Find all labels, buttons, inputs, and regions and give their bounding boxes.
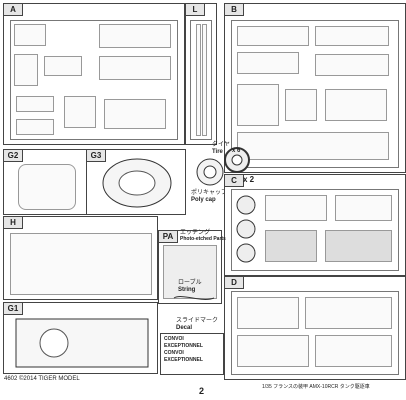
part bbox=[202, 24, 207, 136]
panel-label-h: H bbox=[4, 217, 23, 229]
photoetch-label-jp: エッチング bbox=[180, 230, 211, 236]
part bbox=[237, 132, 389, 160]
decal-text: EXCEPTIONNEL bbox=[164, 357, 203, 363]
part bbox=[14, 24, 46, 46]
photoetch-fret bbox=[163, 245, 217, 299]
sprue-frame bbox=[190, 20, 212, 140]
sprue-panel-l: L bbox=[185, 3, 217, 145]
sprue-panel-c: C x 2 bbox=[224, 174, 406, 276]
panel-label-b: B bbox=[225, 4, 244, 16]
decal-text: CONVOI bbox=[164, 336, 184, 342]
part bbox=[64, 96, 96, 128]
part bbox=[335, 195, 392, 221]
part bbox=[196, 24, 201, 136]
sprue-panel-g2: G2 bbox=[3, 149, 87, 215]
panel-label-g1: G1 bbox=[4, 303, 23, 315]
decal-label-en: Decal bbox=[176, 325, 193, 331]
polycap-label-jp: ポリキャップ bbox=[191, 190, 228, 196]
part bbox=[237, 84, 279, 126]
tire-label-jp: タイヤ bbox=[212, 142, 230, 148]
footer-copyright: 4602 ©2014 TIGER MODEL bbox=[4, 376, 80, 382]
part bbox=[315, 26, 389, 46]
part bbox=[305, 297, 392, 329]
panel-label-c: C bbox=[225, 175, 244, 187]
sprue-frame bbox=[231, 291, 399, 375]
part bbox=[315, 54, 389, 76]
tire-label-en: Tire bbox=[212, 149, 223, 155]
part bbox=[265, 230, 317, 262]
decal-label-jp: スライドマーク bbox=[176, 318, 219, 324]
sprue-panel-b: B bbox=[224, 3, 406, 173]
part bbox=[44, 56, 82, 76]
part bbox=[325, 230, 392, 262]
string-label-jp: ローブル bbox=[178, 280, 202, 286]
part bbox=[285, 89, 317, 121]
sprue-frame bbox=[10, 20, 178, 140]
panel-label-l: L bbox=[186, 4, 205, 16]
string-drawing bbox=[173, 296, 215, 300]
part bbox=[237, 335, 309, 367]
sprue-panel-d: D bbox=[224, 276, 406, 380]
part bbox=[315, 335, 392, 367]
hull-top-drawing bbox=[15, 318, 149, 368]
page-number: 2 bbox=[199, 386, 205, 396]
panel-label-g2: G2 bbox=[4, 150, 23, 162]
panel-label-g3: G3 bbox=[87, 150, 106, 162]
sprue-panel-h: H bbox=[3, 216, 158, 300]
part bbox=[18, 164, 76, 210]
part bbox=[16, 96, 54, 112]
part bbox=[99, 56, 171, 80]
panel-label-pa: PA bbox=[159, 231, 178, 243]
part bbox=[99, 24, 171, 48]
part bbox=[265, 195, 327, 221]
string-label-en: String bbox=[178, 287, 196, 293]
panel-label-a: A bbox=[4, 4, 23, 16]
part bbox=[237, 52, 299, 74]
tire-drawing bbox=[224, 147, 250, 173]
part bbox=[237, 297, 299, 329]
sprue-panel-pa: PA bbox=[158, 230, 222, 304]
photoetch-label-en: Photo-etched Parts bbox=[180, 236, 226, 242]
part bbox=[325, 89, 387, 121]
sprue-panel-g1: G1 bbox=[3, 302, 158, 374]
decal-text: EXCEPTIONNEL bbox=[164, 343, 203, 349]
sprue-panel-g3: G3 bbox=[86, 149, 186, 215]
decal-sheet: CONVOI EXCEPTIONNEL CONVOI EXCEPTIONNEL bbox=[160, 333, 224, 375]
tire-count: x 6 bbox=[232, 148, 241, 154]
part bbox=[237, 26, 309, 46]
part bbox=[16, 119, 54, 135]
part bbox=[104, 99, 166, 129]
c-count: x 2 bbox=[243, 175, 255, 184]
turret-drawing bbox=[102, 158, 172, 208]
sprue-panel-a: A bbox=[3, 3, 185, 145]
polycap-label-en: Poly cap bbox=[191, 197, 216, 203]
footer-title: 1/35 フランスの装甲 AMX-10RCR タンク駆逐車 bbox=[262, 384, 370, 390]
decal-text: CONVOI bbox=[164, 350, 184, 356]
sprue-frame bbox=[231, 20, 399, 168]
wheel-drawing bbox=[236, 195, 256, 263]
hull-part bbox=[10, 233, 152, 295]
panel-label-d: D bbox=[225, 277, 244, 289]
part bbox=[14, 54, 38, 86]
sprue-frame bbox=[231, 189, 399, 271]
polycap-drawing bbox=[196, 158, 224, 186]
